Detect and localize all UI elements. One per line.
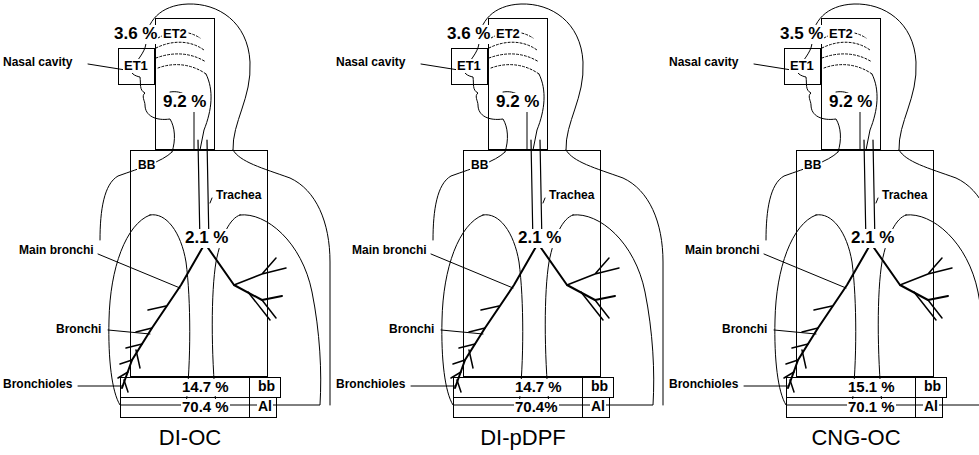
- region-code: Al: [923, 399, 939, 414]
- bb-region-box: BB 2.1 %: [796, 150, 934, 377]
- region-code: Al: [590, 399, 606, 414]
- deposition-percent: 9.2 %: [495, 93, 540, 112]
- deposition-percent: 14.7 %: [514, 379, 563, 396]
- region-code: ET1: [456, 59, 482, 73]
- anatomy-label: Bronchioles: [335, 378, 406, 392]
- anatomy-label: Nasal cavity: [335, 56, 406, 70]
- cell-divider: [249, 398, 250, 417]
- bb-region-box: BB 2.1 %: [463, 150, 601, 377]
- anatomy-label: Main bronchi: [18, 244, 95, 258]
- deposition-percent: 2.1 %: [517, 229, 562, 248]
- cell-divider: [915, 378, 916, 397]
- anatomy-label: Bronchioles: [2, 378, 73, 392]
- region-code: bb: [590, 379, 609, 394]
- panel-illustration: [411, 4, 663, 405]
- bb-lower-region-box: 14.7 % bb: [120, 377, 281, 398]
- bb-lower-region-box: 15.1 % bb: [786, 377, 947, 398]
- cell-divider: [582, 398, 583, 417]
- region-code: ET2: [162, 27, 188, 41]
- region-code: ET2: [495, 27, 521, 41]
- bb-region-box: BB 2.1 %: [130, 150, 268, 377]
- cell-divider: [582, 378, 583, 397]
- alveolar-region-box: 70.4% Al: [453, 397, 610, 418]
- et1-region-box: 3.6 %ET1: [451, 48, 488, 85]
- deposition-percent: 3.5 %: [779, 25, 824, 44]
- anatomy-label: Bronchioles: [668, 378, 739, 392]
- panel-illustration: [78, 4, 330, 405]
- panel-illustration: [744, 4, 979, 405]
- deposition-percent: 2.1 %: [184, 229, 229, 248]
- anatomy-label: Bronchi: [388, 323, 435, 337]
- deposition-percent: 14.7 %: [181, 379, 230, 396]
- region-code: bb: [257, 379, 276, 394]
- cell-divider: [249, 378, 250, 397]
- anatomy-label: Bronchi: [55, 323, 102, 337]
- anatomy-label: Bronchi: [721, 323, 768, 337]
- deposition-percent: 3.6 %: [446, 25, 491, 44]
- deposition-percent: 70.4%: [514, 399, 559, 416]
- panel-title: CNG-OC: [811, 426, 900, 450]
- alveolar-region-box: 70.4 % Al: [120, 397, 277, 418]
- bb-lower-region-box: 14.7 % bb: [453, 377, 614, 398]
- et1-region-box: 3.6 %ET1: [118, 48, 155, 85]
- anatomy-label: Main bronchi: [351, 244, 428, 258]
- region-code: ET1: [123, 59, 149, 73]
- deposition-percent: 15.1 %: [847, 379, 896, 396]
- anatomy-label: Trachea: [548, 189, 595, 203]
- panel-title: DI-OC: [159, 426, 221, 450]
- cell-divider: [915, 398, 916, 417]
- anatomy-label: Main bronchi: [684, 244, 761, 258]
- anatomy-label: Trachea: [215, 189, 262, 203]
- et2-region-box: ET2 9.2 %: [488, 18, 548, 150]
- deposition-percent: 9.2 %: [162, 93, 207, 112]
- et1-region-box: 3.5 %ET1: [784, 48, 821, 85]
- region-code: BB: [470, 159, 489, 172]
- region-code: Al: [257, 399, 273, 414]
- anatomy-label: Trachea: [881, 189, 928, 203]
- region-code: bb: [923, 379, 942, 394]
- deposition-percent: 2.1 %: [850, 229, 895, 248]
- anatomy-label: Nasal cavity: [668, 56, 739, 70]
- region-code: BB: [137, 159, 156, 172]
- deposition-percent: 9.2 %: [828, 93, 873, 112]
- deposition-percent: 3.6 %: [113, 25, 158, 44]
- region-code: BB: [803, 159, 822, 172]
- alveolar-region-box: 70.1 % Al: [786, 397, 943, 418]
- deposition-percent: 70.1 %: [847, 399, 896, 416]
- region-code: ET2: [828, 27, 854, 41]
- et2-region-box: ET2 9.2 %: [155, 18, 215, 150]
- deposition-percent: 70.4 %: [181, 399, 230, 416]
- anatomy-label: Nasal cavity: [2, 56, 73, 70]
- panel-title: DI-pDPF: [480, 426, 566, 450]
- et2-region-box: ET2 9.2 %: [821, 18, 881, 150]
- region-code: ET1: [789, 59, 815, 73]
